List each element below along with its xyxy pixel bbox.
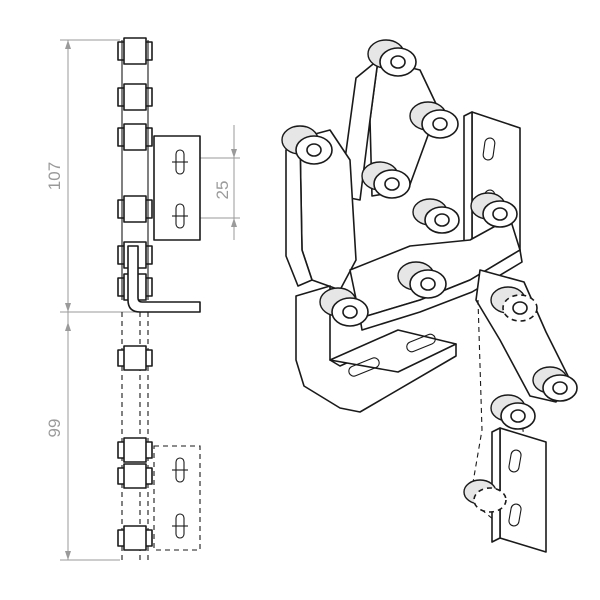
side-view-lower-attachment — [153, 445, 201, 551]
dimension-107: 107 — [45, 39, 200, 313]
iso-roller — [412, 198, 460, 234]
iso-roller — [319, 287, 369, 327]
iso-lower-attachment-plate — [491, 427, 547, 553]
dimension-99: 99 — [45, 312, 120, 561]
side-view-upper-attachment — [153, 135, 201, 241]
side-view-angle-bracket — [127, 245, 201, 313]
iso-left-arm — [285, 129, 357, 291]
iso-rollers — [281, 39, 578, 513]
iso-roller — [397, 261, 447, 299]
iso-roller — [367, 39, 417, 77]
iso-roller — [409, 101, 459, 139]
dimension-25-label: 25 — [213, 181, 232, 200]
dimension-107-label: 107 — [45, 162, 64, 190]
side-view-chain — [117, 37, 201, 560]
iso-roller — [490, 286, 538, 322]
iso-roller — [490, 394, 536, 430]
iso-roller — [281, 125, 333, 165]
isometric-chain — [281, 39, 578, 553]
iso-angle-bracket-foot — [295, 285, 457, 413]
iso-roller — [532, 366, 578, 402]
side-view-roller-stack — [117, 37, 153, 301]
iso-roller — [463, 479, 507, 513]
iso-roller — [470, 192, 518, 228]
dimension-99-label: 99 — [45, 419, 64, 438]
iso-roller — [361, 161, 411, 199]
side-view-lower-rollers — [117, 345, 153, 551]
